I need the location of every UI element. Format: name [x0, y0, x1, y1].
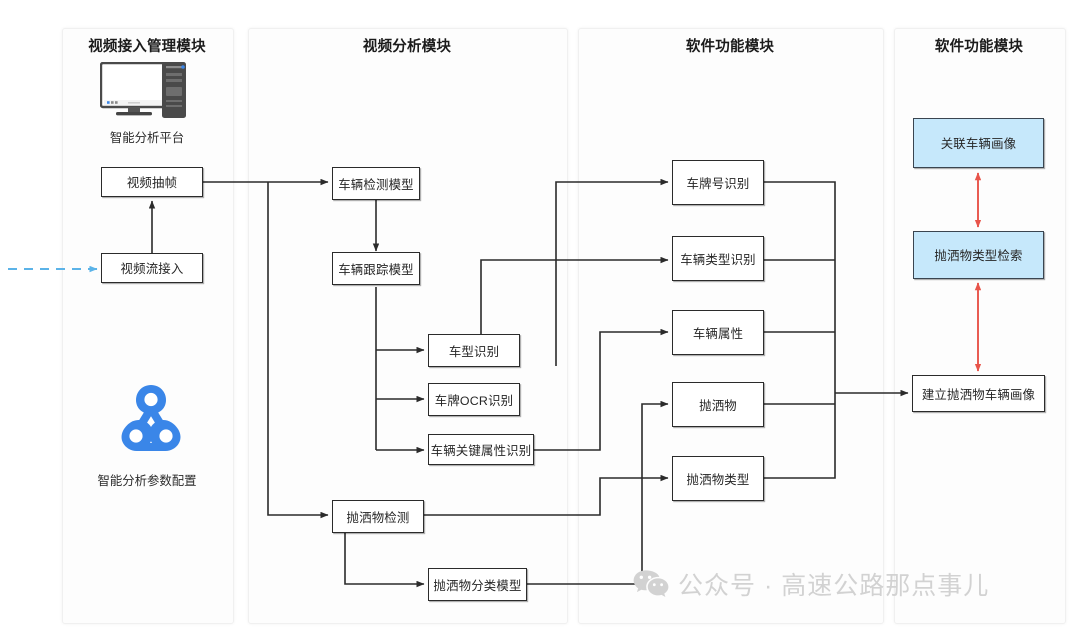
- node-build-spill-vehicle-profile[interactable]: 建立抛洒物车辆画像: [912, 375, 1045, 412]
- panel-video-access: [62, 28, 234, 624]
- node-plate-number-recognition[interactable]: 车牌号识别: [672, 160, 764, 205]
- panel-title-software-function-2: 软件功能模块: [934, 39, 1024, 55]
- node-plate-ocr-recognition[interactable]: 车牌OCR识别: [428, 383, 520, 416]
- node-video-frame[interactable]: 视频抽帧: [101, 167, 203, 197]
- wechat-logo-icon: [633, 569, 669, 599]
- desktop-monitor-icon: [99, 61, 196, 120]
- node-vehicle-detect-model[interactable]: 车辆检测模型: [332, 167, 420, 200]
- node-spill-object[interactable]: 抛洒物: [672, 382, 764, 427]
- params-caption: 智能分析参数配置: [97, 474, 197, 488]
- node-vehicle-attribute[interactable]: 车辆属性: [672, 310, 764, 355]
- triangle-network-icon: [110, 383, 192, 461]
- watermark-text: 公众号 · 高速公路那点事儿: [678, 572, 990, 600]
- node-vehicle-class-recognition[interactable]: 车辆类型识别: [672, 236, 764, 281]
- node-link-vehicle-profile[interactable]: 关联车辆画像: [913, 118, 1044, 168]
- wechat-watermark: 公众号 · 高速公路那点事儿: [633, 566, 989, 602]
- node-spill-classification-model[interactable]: 抛洒物分类模型: [428, 568, 527, 601]
- node-vehicle-key-attribute-recognition[interactable]: 车辆关键属性识别: [428, 434, 534, 465]
- node-spill-type-search[interactable]: 抛洒物类型检索: [913, 231, 1044, 279]
- node-vehicle-track-model[interactable]: 车辆跟踪模型: [332, 252, 420, 285]
- node-spill-detection[interactable]: 抛洒物检测: [332, 500, 424, 533]
- panel-video-analysis: [248, 28, 568, 624]
- panel-title-software-function-1: 软件功能模块: [685, 39, 775, 55]
- platform-caption: 智能分析平台: [109, 131, 185, 145]
- node-spill-type[interactable]: 抛洒物类型: [672, 456, 764, 501]
- panel-title-video-analysis: 视频分析模块: [362, 39, 452, 55]
- node-video-stream[interactable]: 视频流接入: [101, 253, 203, 283]
- node-vehicle-type-recognition[interactable]: 车型识别: [428, 334, 520, 367]
- panel-title-video-access: 视频接入管理模块: [88, 39, 206, 55]
